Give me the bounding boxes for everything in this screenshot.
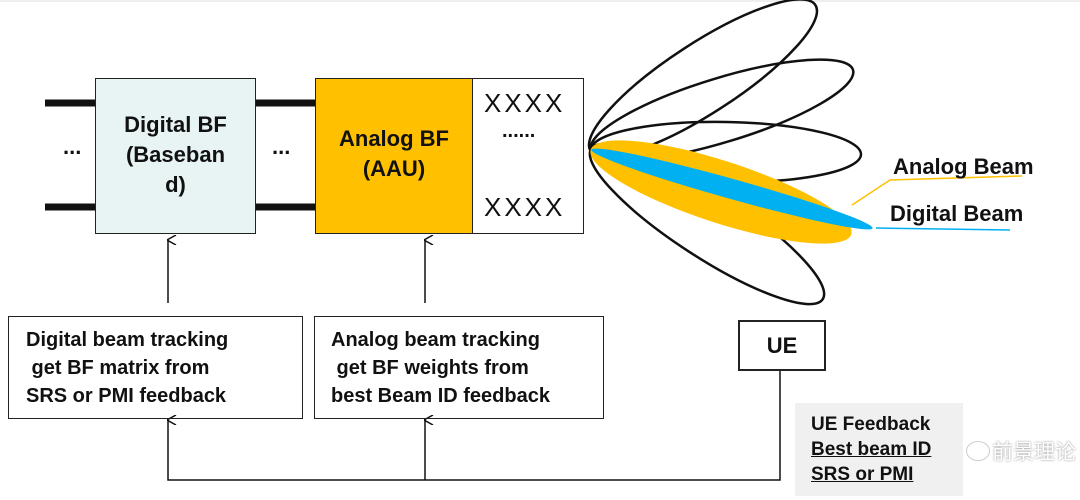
analog-bf-label: Analog BF (AAU) xyxy=(315,124,473,184)
text-line: Digital BF xyxy=(124,112,227,137)
input-ellipsis: ... xyxy=(63,134,82,159)
signal-bars xyxy=(45,99,315,211)
text-line: (Baseban xyxy=(125,142,226,167)
analog-beam-pointer xyxy=(851,175,1023,206)
text-line: (AAU) xyxy=(362,156,426,181)
digital-tracking-box xyxy=(8,316,303,419)
analog-tracking-text: Analog beam tracking get BF weights from… xyxy=(331,326,550,410)
digital-beam-pointer xyxy=(875,227,1011,231)
text-line: Digital beam tracking xyxy=(26,329,229,351)
digital-tracking-text: Digital beam tracking get BF matrix from… xyxy=(26,326,228,410)
text-line: Analog BF xyxy=(339,126,449,151)
analog-tracking-box xyxy=(314,316,604,419)
analog-bf-box xyxy=(315,78,473,234)
antenna-ellipsis: ...... xyxy=(502,120,536,142)
antenna-array-box xyxy=(472,78,584,234)
text-line: get BF weights from xyxy=(331,357,529,379)
digital-bf-box xyxy=(95,78,256,234)
antenna-elements-bottom: XXXX xyxy=(484,192,566,222)
wechat-icon xyxy=(966,441,990,461)
text-line: get BF matrix from xyxy=(26,357,210,379)
middle-ellipsis: ... xyxy=(272,134,291,159)
digital-bf-label: Digital BF (Baseban d) xyxy=(95,110,256,200)
ue-box: UE xyxy=(738,320,826,371)
antenna-elements-top: XXXX xyxy=(484,88,566,118)
arrows xyxy=(168,240,781,481)
text-line: Analog beam tracking xyxy=(331,329,540,351)
text-line: d) xyxy=(165,172,186,197)
digital-beam xyxy=(591,148,873,230)
text-line: SRS or PMI xyxy=(811,464,914,485)
analog-beam-label: Analog Beam xyxy=(893,154,1034,179)
watermark: 前景理论 xyxy=(992,440,1076,464)
text-line: SRS or PMI feedback xyxy=(26,385,227,407)
text-line: best Beam ID feedback xyxy=(331,385,550,407)
text-line: UE Feedback xyxy=(811,414,931,435)
digital-beam-label: Digital Beam xyxy=(890,201,1024,226)
feedback-box xyxy=(795,403,963,496)
text-line: Best beam ID xyxy=(811,439,932,460)
